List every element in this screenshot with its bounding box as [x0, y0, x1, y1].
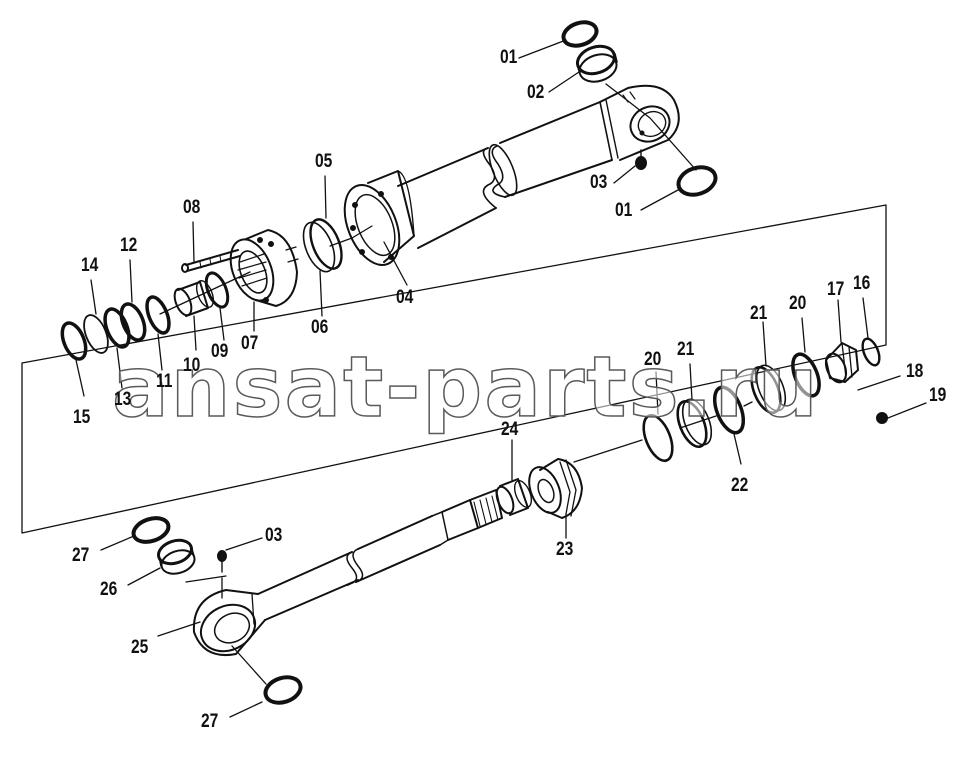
part-23-piston — [528, 458, 583, 519]
part-03-top-fitting — [635, 149, 647, 170]
part-05-oring — [309, 218, 343, 270]
assembly-group-frame — [21, 204, 887, 534]
part-01-lower-ring — [676, 165, 718, 197]
callout-24: 24 — [501, 419, 519, 440]
callout-05: 05 — [315, 151, 333, 172]
part-06-ring — [302, 221, 336, 273]
part-26-bushing — [156, 538, 196, 575]
callout-02: 02 — [527, 82, 545, 103]
part-09-ring — [204, 271, 230, 309]
callout-10: 10 — [183, 355, 201, 376]
part-25-piston-rod — [192, 489, 503, 656]
callout-21-lower: 21 — [677, 339, 695, 360]
callout-01-lower: 01 — [615, 200, 633, 221]
cylinder-tube-assembly — [343, 84, 680, 266]
callout-11: 11 — [156, 371, 173, 392]
part-14-ring — [83, 314, 109, 354]
part-21-band-upper — [750, 364, 787, 415]
callout-06: 06 — [311, 317, 329, 338]
part-01-top-ring — [561, 20, 599, 48]
callout-25: 25 — [131, 637, 149, 658]
part-27-upper-ring — [131, 516, 171, 544]
callout-13: 13 — [114, 389, 132, 410]
part-08-bolt — [181, 249, 241, 273]
callout-21-upper: 21 — [750, 303, 768, 324]
callout-20-lower: 20 — [644, 349, 662, 370]
callout-18: 18 — [906, 361, 924, 382]
part-27-lower-ring — [263, 675, 303, 705]
callout-03-lower: 03 — [265, 525, 283, 546]
part-03-lower-fitting — [217, 550, 227, 573]
callout-03-top: 03 — [590, 172, 608, 193]
callout-14: 14 — [81, 255, 99, 276]
part-24-spacer — [495, 478, 533, 516]
part-22-ring — [712, 385, 746, 435]
part-12-ring — [119, 302, 147, 342]
part-10-bushing — [173, 280, 215, 317]
callout-23: 23 — [556, 539, 574, 560]
callout-08: 08 — [183, 197, 201, 218]
leader-lines — [75, 39, 927, 718]
callout-16: 16 — [853, 273, 871, 294]
callout-26: 26 — [100, 579, 118, 600]
callout-12: 12 — [120, 235, 138, 256]
callout-20-upper: 20 — [789, 293, 807, 314]
part-16-ring — [861, 337, 881, 367]
part-20-ring-upper — [791, 352, 821, 398]
callout-22: 22 — [731, 475, 749, 496]
callout-01-top: 01 — [500, 47, 518, 68]
callout-07: 07 — [241, 333, 259, 354]
callout-09: 09 — [211, 341, 229, 362]
callout-27-lower: 27 — [201, 711, 219, 732]
callout-17: 17 — [827, 279, 845, 300]
part-15-ring — [60, 321, 88, 361]
part-07-gland — [229, 229, 299, 307]
part-20-ring-lower — [642, 413, 674, 463]
part-13-ring — [103, 307, 131, 349]
part-11-ring — [145, 295, 171, 335]
callout-04: 04 — [396, 287, 414, 308]
part-02-bushing — [575, 44, 618, 83]
part-19-screw — [876, 412, 888, 424]
callout-15: 15 — [73, 407, 91, 428]
part-17-nut — [824, 342, 859, 384]
callout-27-upper: 27 — [72, 545, 90, 566]
callout-19: 19 — [929, 385, 947, 406]
